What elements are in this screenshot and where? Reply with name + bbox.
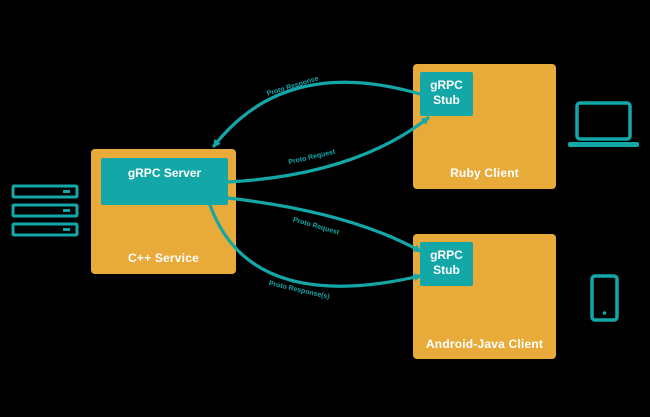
grpc-server-box: gRPC Server [101,158,228,205]
laptop-icon [568,101,639,147]
android-stub-line1: gRPC [430,248,463,262]
phone-icon [590,274,619,322]
android-client-label: Android-Java Client [425,337,544,351]
ruby-request-arrow [226,116,430,184]
ruby-client-label: Ruby Client [450,166,519,180]
ruby-grpc-stub-box: gRPC Stub [420,72,473,116]
android-stub-line2: Stub [433,263,460,277]
android-grpc-stub-box: gRPC Stub [420,242,473,286]
ruby-stub-line2: Stub [433,93,460,107]
android-request-arrow [226,196,422,253]
android-response-arrow [208,203,422,288]
ruby-response-arrow [212,80,422,148]
server-rack-icon [11,184,79,237]
ruby-stub-line1: gRPC [430,78,463,92]
grpc-server-label: gRPC Server [127,166,202,180]
cpp-service-label: C++ Service [128,251,199,265]
